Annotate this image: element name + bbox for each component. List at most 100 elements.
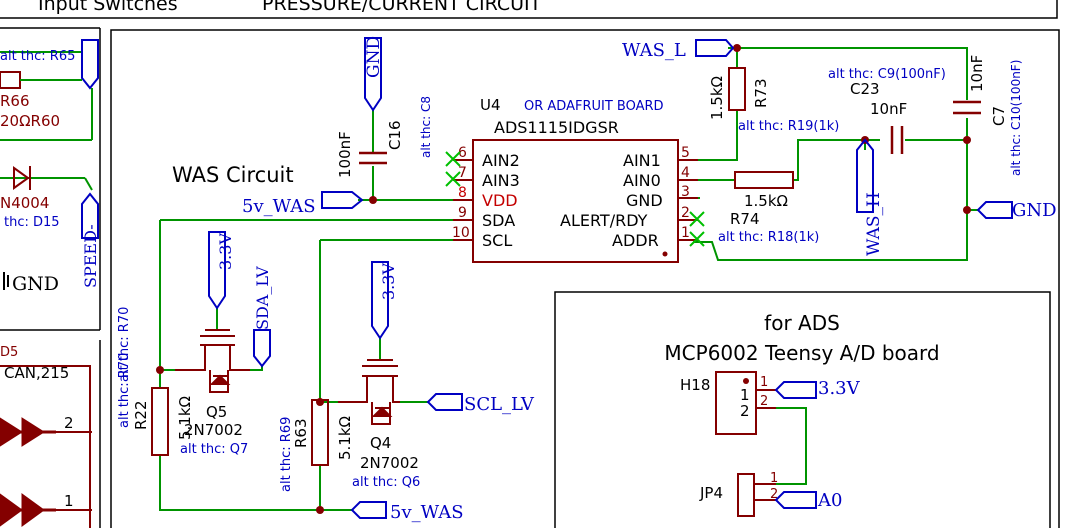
net-5v-was-bottom: 5v_WAS	[390, 502, 464, 523]
u4-pin-name: AIN0	[623, 171, 661, 190]
u4-part: ADS1115IDGSR	[494, 118, 619, 137]
r22-body	[151, 387, 169, 456]
jp4-label: JP4	[699, 484, 723, 502]
sda-lv-label: SDA_LV	[253, 266, 272, 330]
u4-pin-name: ADDR	[612, 231, 659, 250]
u4-pin-name: VDD	[482, 191, 518, 210]
port-a0	[774, 491, 817, 509]
ads-box	[554, 291, 1051, 528]
q4-name: Q4	[370, 434, 391, 452]
u4-pin-name: ALERT/RDY	[560, 211, 648, 230]
c7-alt: alt thc: C10(100nF)	[1009, 60, 1023, 176]
r74-name: R74	[730, 210, 760, 228]
u4-pin-num: 1	[681, 225, 690, 241]
q5-name: Q5	[206, 403, 227, 421]
r63-body	[311, 399, 329, 466]
u4-pin-name: AIN3	[482, 171, 520, 190]
net-5v-was: 5v_WAS	[242, 196, 316, 217]
left-fragment: alt thc: R65 R66 20ΩR60 N4004 thc: D15 G…	[0, 39, 132, 528]
c16-name: C16	[386, 120, 404, 150]
q4-value: 2N7002	[360, 454, 419, 472]
was-frame	[110, 29, 1060, 528]
r74-value: 1.5kΩ	[744, 192, 788, 210]
r66-label: R66	[0, 92, 30, 110]
diode-alt: thc: D15	[4, 215, 60, 230]
r63-value: 5.1kΩ	[336, 416, 354, 460]
gnd-top-label: GND	[364, 36, 384, 78]
r74-body	[734, 171, 794, 189]
r60-label: 20ΩR60	[0, 112, 60, 130]
port-scl-lv	[426, 393, 463, 411]
r73-value: 1.5kΩ	[708, 76, 726, 120]
was-circuit-title: WAS Circuit	[172, 163, 294, 187]
speed-label: SPEED-	[81, 224, 100, 288]
c23-value: 10nF	[870, 100, 907, 118]
port-was-h	[856, 138, 874, 213]
u4-pin-num: 5	[681, 145, 690, 161]
port-33v-q4	[371, 261, 389, 340]
u4-pin-num: 10	[452, 225, 470, 241]
header-left: Input Switches	[38, 0, 178, 15]
ads-title2: MCP6002 Teensy A/D board	[664, 341, 939, 365]
u4-pin-name: SDA	[482, 211, 515, 230]
u4-left-pins: 6 AIN2 7 AIN3 8 VDD 9 SDA 10 SCL	[452, 145, 520, 250]
c7-capacitor	[953, 100, 981, 115]
c7-value: 10nF	[968, 55, 986, 92]
jp4-body	[737, 473, 755, 517]
v33-a-label: 3.3V	[216, 233, 235, 270]
u4-pin-num: 4	[681, 165, 690, 181]
u4-left-pin-lines	[453, 159, 473, 241]
h18-pin1-out: 1	[760, 375, 768, 390]
c16-value: 100nF	[336, 131, 354, 178]
q5-mosfet	[175, 329, 250, 393]
q5-value: 2N7002	[184, 421, 243, 439]
u4-pin-name: GND	[626, 191, 663, 210]
port-33v-ads	[774, 381, 817, 399]
diode-value: N4004	[0, 194, 49, 212]
u4-pin-name: SCL	[482, 231, 512, 250]
u4-alt: OR ADAFRUIT BOARD	[524, 99, 664, 114]
h18-pin2-out: 2	[760, 394, 768, 409]
ads-a0-label: A0	[817, 490, 842, 511]
r73-name: R73	[752, 78, 770, 108]
scl-lv-label: SCL_LV	[464, 394, 535, 415]
u4-pin-name: AIN2	[482, 151, 520, 170]
left-connector-speed	[81, 192, 99, 239]
port-5v-was	[321, 191, 364, 209]
wires	[159, 47, 978, 511]
h18-label: H18	[680, 376, 710, 394]
port-33v-q5	[208, 231, 226, 310]
c16-capacitor	[359, 151, 387, 165]
d5-alt: alt thc: R70	[117, 307, 132, 382]
u4-pin-name: AIN1	[623, 151, 661, 170]
port-was-l	[695, 39, 735, 57]
u4-ref: U4	[480, 96, 501, 114]
u4-pin-num: 3	[681, 184, 690, 200]
h18-pin2: 2	[740, 402, 750, 420]
jp4-pin2: 2	[770, 487, 778, 502]
r22-value: 5.1kΩ	[176, 396, 194, 440]
jp4-pin1: 1	[770, 471, 778, 486]
u4-pin-num: 6	[458, 145, 467, 161]
header-box	[0, 0, 1058, 19]
ads-title1: for ADS	[764, 311, 840, 335]
port-sda-lv	[253, 329, 271, 368]
gnd-top-port	[364, 37, 382, 112]
port-gnd-right	[976, 201, 1013, 219]
u4-pin-num: 8	[458, 185, 467, 201]
u4-pin-num: 9	[458, 205, 467, 221]
d5-pin2: 2	[64, 414, 74, 432]
q4-alt: alt thc: Q6	[352, 475, 420, 490]
r73-body	[728, 67, 746, 111]
c23-alt: alt thc: C9(100nF)	[828, 67, 946, 82]
h18-pin1: 1	[740, 386, 750, 404]
was-l-label: WAS_L	[622, 40, 686, 61]
ads-v33-label: 3.3V	[818, 378, 861, 399]
q4-mosfet	[338, 359, 400, 425]
c23-name: C23	[850, 80, 880, 98]
r73-alt: alt thc: R19(1k)	[738, 119, 839, 134]
port-5v-was-bottom	[350, 501, 387, 519]
d5-pin1: 1	[64, 492, 74, 510]
